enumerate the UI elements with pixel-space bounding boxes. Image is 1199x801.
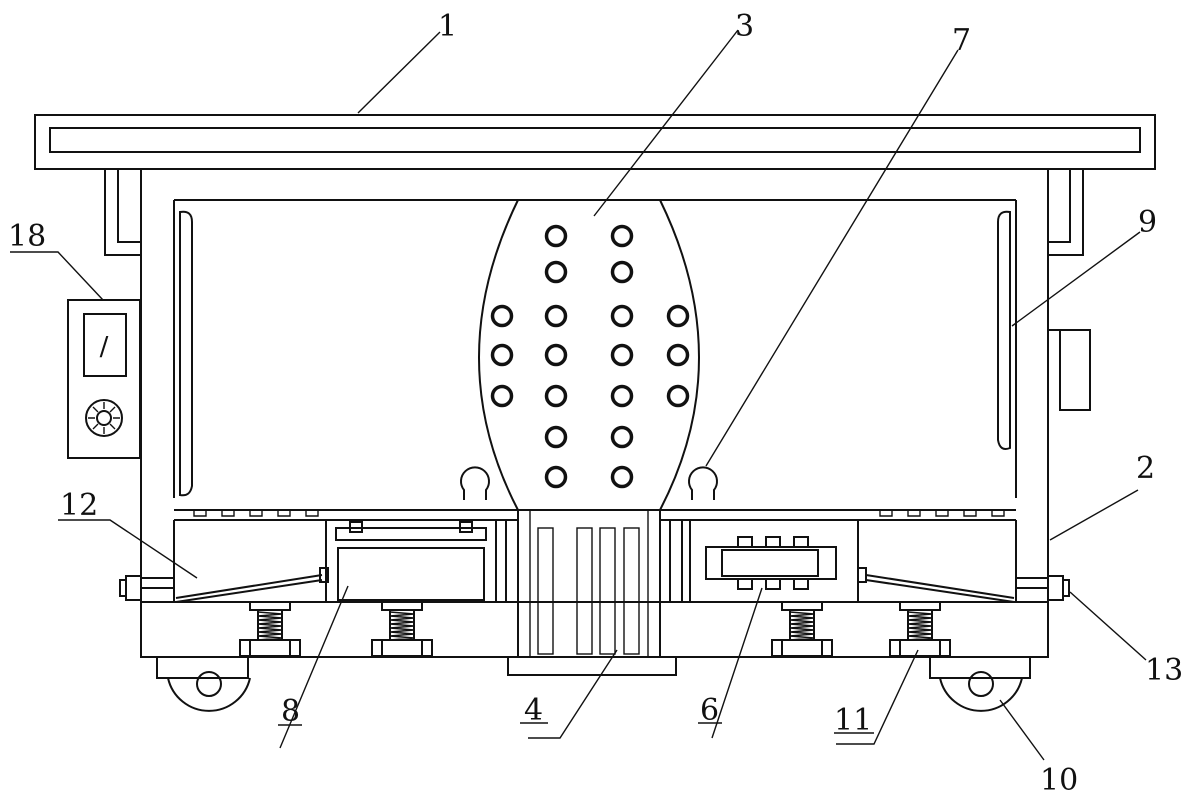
grooved-shelf (173, 509, 1017, 602)
core-hole (490, 304, 514, 328)
panel-switch-glyph: / (100, 332, 109, 362)
core-hole (666, 304, 690, 328)
core-hole (544, 425, 568, 449)
core-hole (610, 224, 634, 248)
right-hook (1048, 329, 1091, 411)
core-hole (610, 260, 634, 284)
left-compartment (325, 519, 507, 603)
wheels (156, 657, 1031, 712)
core-hole (610, 384, 634, 408)
core-hole (544, 224, 568, 248)
core-hole (610, 425, 634, 449)
core-hole (610, 304, 634, 328)
control-panel (67, 299, 141, 459)
spring-support (371, 601, 433, 657)
spring-support (889, 601, 951, 657)
spring-supports (239, 601, 951, 657)
core-hole (490, 384, 514, 408)
callout-1: 1 (438, 9, 457, 44)
central-perforated-core (478, 199, 700, 511)
side-filter-strips (179, 210, 1011, 497)
main-housing (140, 169, 1049, 658)
callout-3: 3 (735, 9, 754, 44)
sloped-plates (175, 567, 1015, 603)
callout-18: 18 (8, 219, 46, 254)
core-hole (544, 465, 568, 489)
core-hole (610, 343, 634, 367)
central-filter-column (507, 509, 677, 676)
core-hole (544, 343, 568, 367)
callout-6: 6 (700, 693, 719, 728)
right-compartment (669, 519, 859, 603)
core-holes (490, 224, 690, 489)
callout-13: 13 (1145, 653, 1183, 688)
spring-support (771, 601, 833, 657)
core-hole (666, 384, 690, 408)
callout-8: 8 (281, 694, 300, 729)
core-hole (544, 384, 568, 408)
callout-11: 11 (834, 703, 872, 738)
callout-12: 12 (60, 488, 98, 523)
top-cover (34, 114, 1156, 170)
cover-brackets (104, 169, 1084, 256)
core-hole (666, 343, 690, 367)
spring-support (239, 601, 301, 657)
side-bolts (119, 575, 1070, 601)
core-hole (490, 343, 514, 367)
label-underlines (278, 722, 874, 734)
core-hole (544, 304, 568, 328)
callout-4: 4 (524, 693, 543, 728)
callout-2: 2 (1136, 451, 1155, 486)
callout-10: 10 (1040, 763, 1078, 798)
callout-9: 9 (1138, 205, 1157, 240)
callout-7: 7 (952, 23, 971, 58)
knobs (460, 466, 718, 500)
core-hole (544, 260, 568, 284)
leader-lines (10, 29, 1147, 761)
core-hole (610, 465, 634, 489)
